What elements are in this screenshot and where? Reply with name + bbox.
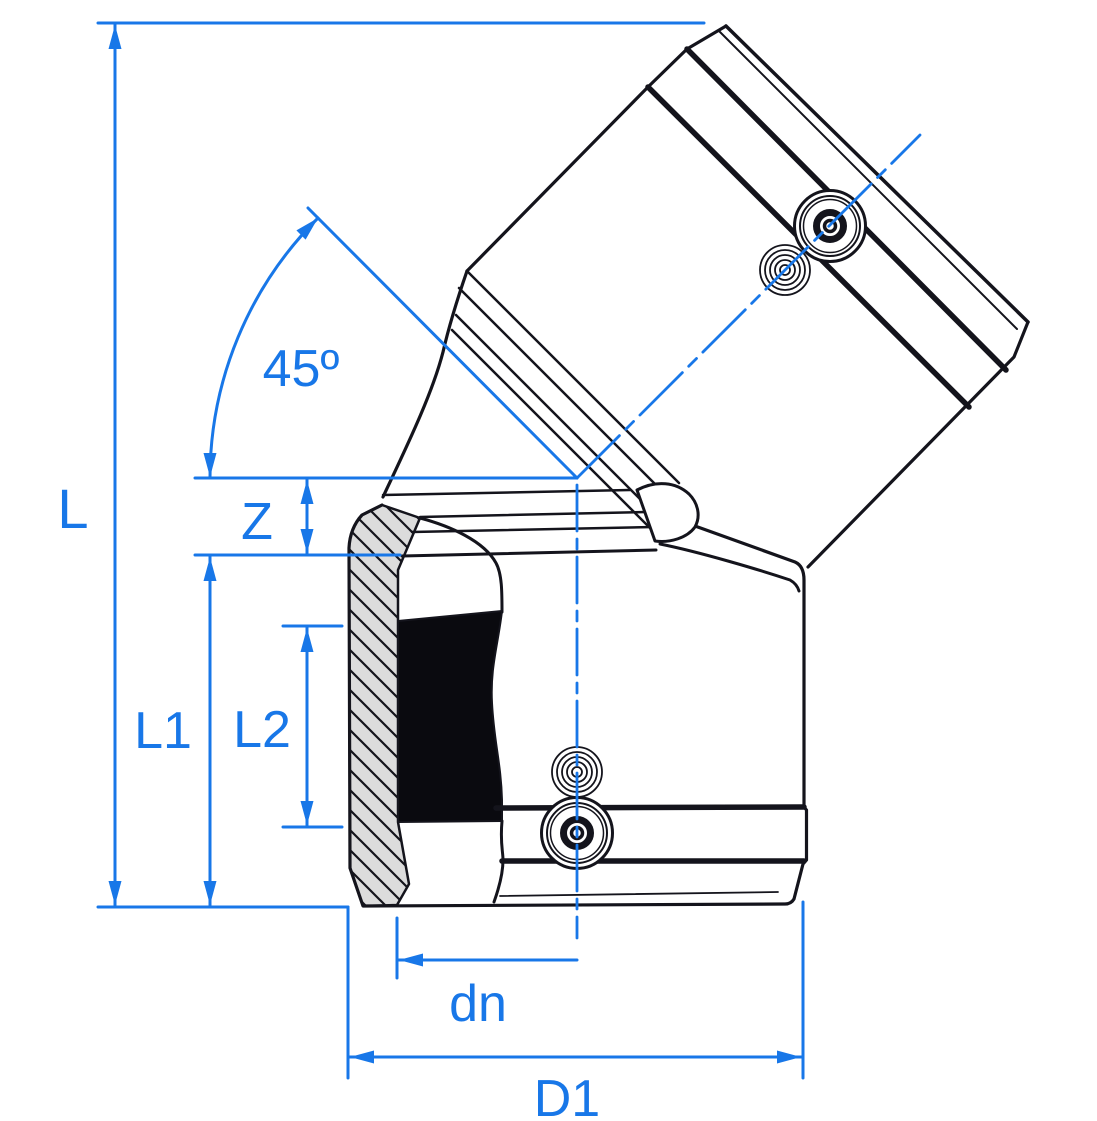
rim-line-2 — [418, 510, 648, 519]
rim-line-3 — [410, 525, 656, 534]
cone-inner-line — [658, 542, 801, 593]
label-Z: Z — [241, 493, 273, 551]
label-L: L — [57, 477, 88, 540]
dim-L — [96, 21, 706, 909]
upper-branch — [381, 24, 1030, 569]
dimensions: L Z L1 L2 45º dn D1 — [57, 21, 922, 1121]
centerline-axis-45 — [575, 133, 922, 480]
upper-left-edge — [465, 24, 728, 273]
dimension-labels: L Z L1 L2 45º dn D1 — [57, 340, 600, 1121]
bottom-chamfer-line — [499, 891, 779, 897]
label-angle: 45º — [263, 340, 340, 398]
knee-step-4 — [450, 328, 655, 533]
label-D1: D1 — [534, 1070, 600, 1121]
knee-step-3 — [454, 313, 643, 502]
mouth-face-outer — [724, 24, 1030, 324]
dim-D1 — [346, 900, 805, 1080]
dim-angle — [193, 206, 579, 480]
lower-socket-outline — [347, 503, 809, 908]
label-L1: L1 — [134, 702, 192, 760]
label-L2: L2 — [233, 701, 291, 759]
mouth-face-inner — [718, 30, 1018, 330]
fusion-zone-black — [397, 610, 503, 823]
fitting-body — [347, 24, 1030, 908]
upper-right-edge — [806, 320, 1030, 569]
rim-line-1 — [381, 488, 632, 497]
knee-curve — [381, 269, 469, 499]
rim-line-4 — [400, 548, 658, 558]
dim-L2 — [281, 624, 344, 829]
elbow-lip — [635, 482, 700, 543]
mouth-bulge — [418, 516, 504, 614]
dim-dn — [395, 916, 579, 980]
knee-step-1 — [465, 269, 681, 485]
label-dn: dn — [449, 975, 507, 1033]
knee-step-2 — [457, 286, 659, 488]
arrowheads — [108, 25, 801, 1064]
collar-band-top — [493, 804, 807, 811]
